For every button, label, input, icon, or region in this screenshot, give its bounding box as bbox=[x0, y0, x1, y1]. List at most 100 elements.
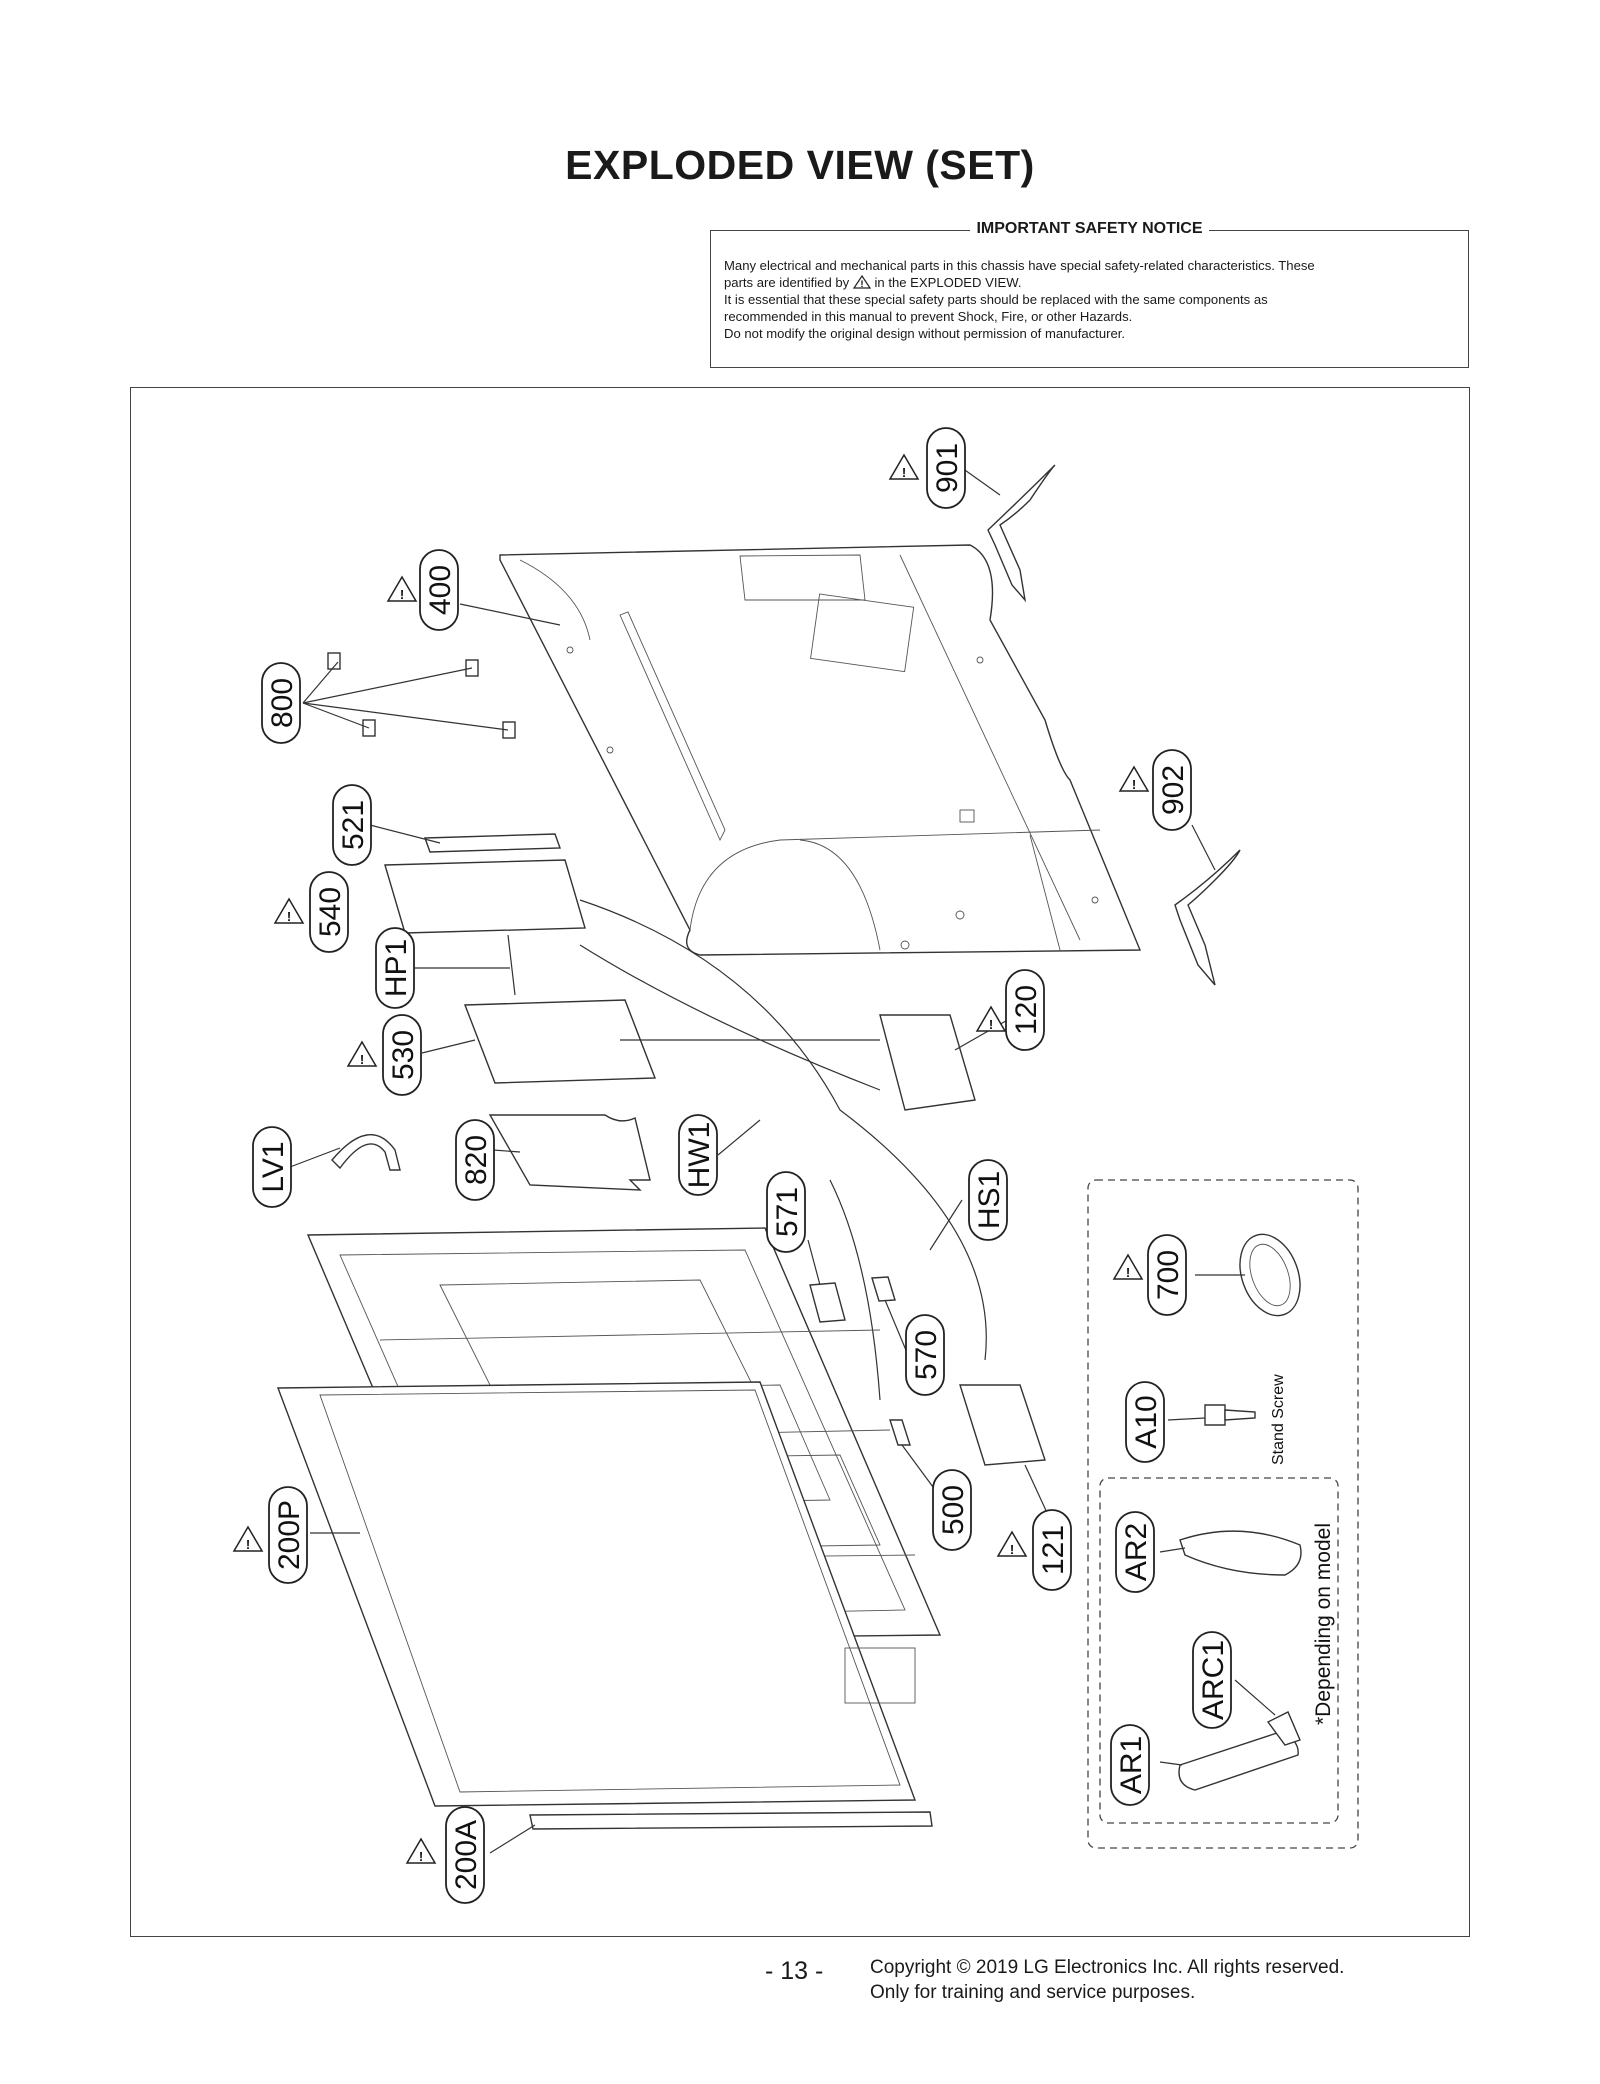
stand-screw-note: Stand Screw bbox=[1270, 1374, 1287, 1465]
accessory-box bbox=[1087, 1179, 1359, 1849]
copyright-line-2: Only for training and service purposes. bbox=[870, 1982, 1196, 2003]
display-panel-200P bbox=[276, 1381, 917, 1807]
page-title: EXPLODED VIEW (SET) bbox=[565, 142, 1035, 188]
warning-triangle-icon bbox=[889, 454, 919, 481]
svg-text:LV1: LV1 bbox=[257, 1141, 290, 1192]
part-label-500: 500 bbox=[932, 1469, 972, 1551]
leader-lines bbox=[289, 467, 1276, 1854]
part-label-a10: A10 bbox=[1125, 1381, 1165, 1463]
part-label-hp1: HP1 bbox=[375, 927, 415, 1009]
part-label-521: 521 bbox=[332, 784, 372, 866]
part-label-571: 571 bbox=[766, 1171, 806, 1253]
part-label-120: 120 bbox=[1005, 969, 1045, 1051]
safety-notice-body: Many electrical and mechanical parts in … bbox=[724, 257, 1454, 342]
bracket-521 bbox=[424, 833, 561, 853]
svg-text:A10: A10 bbox=[1130, 1395, 1163, 1448]
warning-triangle-icon bbox=[997, 1531, 1027, 1558]
svg-text:!: ! bbox=[860, 279, 863, 289]
depending-on-model-box bbox=[1099, 1477, 1339, 1824]
part-label-lv1: LV1 bbox=[252, 1126, 292, 1208]
svg-text:HW1: HW1 bbox=[683, 1122, 716, 1189]
stand-screw-a10 bbox=[1204, 1404, 1256, 1426]
cable-lv1 bbox=[331, 1134, 401, 1171]
svg-text:ARC1: ARC1 bbox=[1197, 1640, 1230, 1720]
svg-text:521: 521 bbox=[337, 800, 370, 850]
notice-line-3: It is essential that these special safet… bbox=[724, 292, 1268, 307]
svg-text:500: 500 bbox=[937, 1485, 970, 1535]
stand-901 bbox=[987, 464, 1056, 603]
svg-text:902: 902 bbox=[1157, 765, 1190, 815]
remote-part-arc1 bbox=[1266, 1711, 1301, 1746]
power-board-530 bbox=[463, 999, 657, 1084]
warning-triangle-icon bbox=[406, 1838, 436, 1865]
safety-notice-box: IMPORTANT SAFETY NOTICE Many electrical … bbox=[710, 220, 1469, 368]
part-label-902: 902 bbox=[1152, 749, 1192, 831]
part-label-hw1: HW1 bbox=[678, 1114, 718, 1196]
cable-hw1 bbox=[579, 944, 881, 1091]
part-label-800: 800 bbox=[261, 662, 301, 744]
part-label-200p: 200P bbox=[268, 1486, 308, 1584]
svg-text:121: 121 bbox=[1037, 1525, 1070, 1575]
back-cover-400 bbox=[499, 544, 1142, 956]
depending-on-model-note: *Depending on model bbox=[1312, 1523, 1335, 1725]
notice-line-4: recommended in this manual to prevent Sh… bbox=[724, 309, 1133, 324]
part-label-530: 530 bbox=[382, 1014, 422, 1096]
part-label-820: 820 bbox=[455, 1119, 495, 1201]
part-label-540: 540 bbox=[309, 871, 349, 953]
copyright-line-1: Copyright © 2019 LG Electronics Inc. All… bbox=[870, 1957, 1345, 1978]
bottom-bar-200A bbox=[529, 1811, 933, 1830]
warning-triangle-icon bbox=[387, 576, 417, 603]
part-label-901: 901 bbox=[926, 427, 966, 509]
svg-text:AR1: AR1 bbox=[1115, 1736, 1148, 1794]
main-board-540 bbox=[384, 859, 586, 934]
part-label-ar1: AR1 bbox=[1110, 1724, 1150, 1806]
warning-triangle-icon bbox=[274, 898, 304, 925]
part-label-121: 121 bbox=[1032, 1509, 1072, 1591]
svg-text:AR2: AR2 bbox=[1120, 1523, 1153, 1581]
notice-line-1: Many electrical and mechanical parts in … bbox=[724, 258, 1315, 273]
warning-triangle-icon bbox=[976, 1006, 1006, 1033]
svg-text:400: 400 bbox=[424, 565, 457, 615]
stand-902 bbox=[1174, 849, 1241, 986]
copyright: Copyright © 2019 LG Electronics Inc. All… bbox=[870, 1955, 1344, 2005]
part-label-hs1: HS1 bbox=[968, 1159, 1008, 1241]
svg-text:901: 901 bbox=[931, 443, 964, 493]
svg-text:570: 570 bbox=[910, 1330, 943, 1380]
module-570 bbox=[871, 1276, 896, 1302]
svg-text:700: 700 bbox=[1152, 1250, 1185, 1300]
safety-notice-title: IMPORTANT SAFETY NOTICE bbox=[711, 220, 1468, 238]
notice-line-5: Do not modify the original design withou… bbox=[724, 326, 1126, 341]
part-label-700: 700 bbox=[1147, 1234, 1187, 1316]
svg-text:HP1: HP1 bbox=[380, 939, 413, 997]
svg-text:571: 571 bbox=[771, 1187, 804, 1237]
svg-text:120: 120 bbox=[1010, 985, 1043, 1035]
svg-text:800: 800 bbox=[266, 678, 299, 728]
wall-brackets-800 bbox=[327, 652, 516, 739]
warning-triangle-icon bbox=[233, 1526, 263, 1553]
module-500 bbox=[889, 1419, 911, 1446]
svg-text:540: 540 bbox=[314, 887, 347, 937]
svg-text:200P: 200P bbox=[273, 1500, 306, 1570]
speaker-120 bbox=[879, 1014, 976, 1111]
speaker-121 bbox=[959, 1384, 1046, 1466]
svg-text:530: 530 bbox=[387, 1030, 420, 1080]
part-label-570: 570 bbox=[905, 1314, 945, 1396]
exploded-view-frame bbox=[130, 387, 1470, 1937]
svg-text:200A: 200A bbox=[450, 1820, 483, 1890]
warning-triangle-icon bbox=[1119, 766, 1149, 793]
svg-text:820: 820 bbox=[460, 1135, 493, 1185]
insulator-sheet-820 bbox=[488, 1114, 651, 1191]
part-label-200a: 200A bbox=[445, 1806, 485, 1904]
notice-line-2: parts are identified by ! in the EXPLODE… bbox=[724, 275, 1022, 290]
part-label-arc1: ARC1 bbox=[1192, 1631, 1232, 1729]
part-label-400: 400 bbox=[419, 549, 459, 631]
remote-ar1 bbox=[1178, 1731, 1299, 1791]
part-label-ar2: AR2 bbox=[1115, 1511, 1155, 1593]
warning-triangle-icon: ! bbox=[852, 275, 871, 289]
page-number: - 13 - bbox=[765, 1957, 824, 1985]
remote-ar2 bbox=[1179, 1530, 1302, 1576]
svg-text:HS1: HS1 bbox=[973, 1171, 1006, 1229]
module-571 bbox=[809, 1282, 846, 1323]
warning-triangle-icon bbox=[347, 1041, 377, 1068]
power-cord-700 bbox=[1239, 1233, 1301, 1317]
